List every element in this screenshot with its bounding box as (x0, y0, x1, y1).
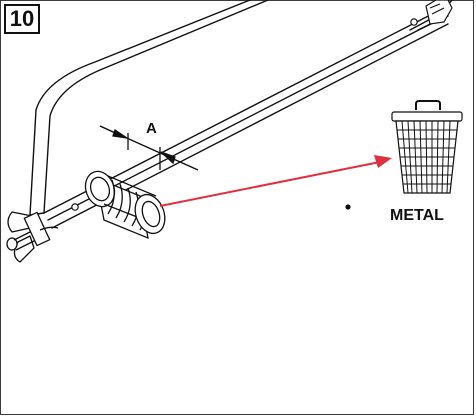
blade-rivets (71, 18, 418, 211)
disposal-arrow (159, 155, 392, 207)
threaded-rod (84, 170, 166, 240)
step-number-badge: 10 (4, 4, 40, 34)
wing-nut (6, 211, 59, 263)
trash-bin-icon (391, 100, 463, 194)
blade-clamp-right (425, 0, 453, 25)
step-number: 10 (9, 6, 35, 31)
dimension-label: A (146, 120, 157, 137)
bin-label: METAL (390, 207, 444, 224)
dimension-lines (99, 125, 199, 171)
hacksaw-frame (29, 0, 269, 216)
